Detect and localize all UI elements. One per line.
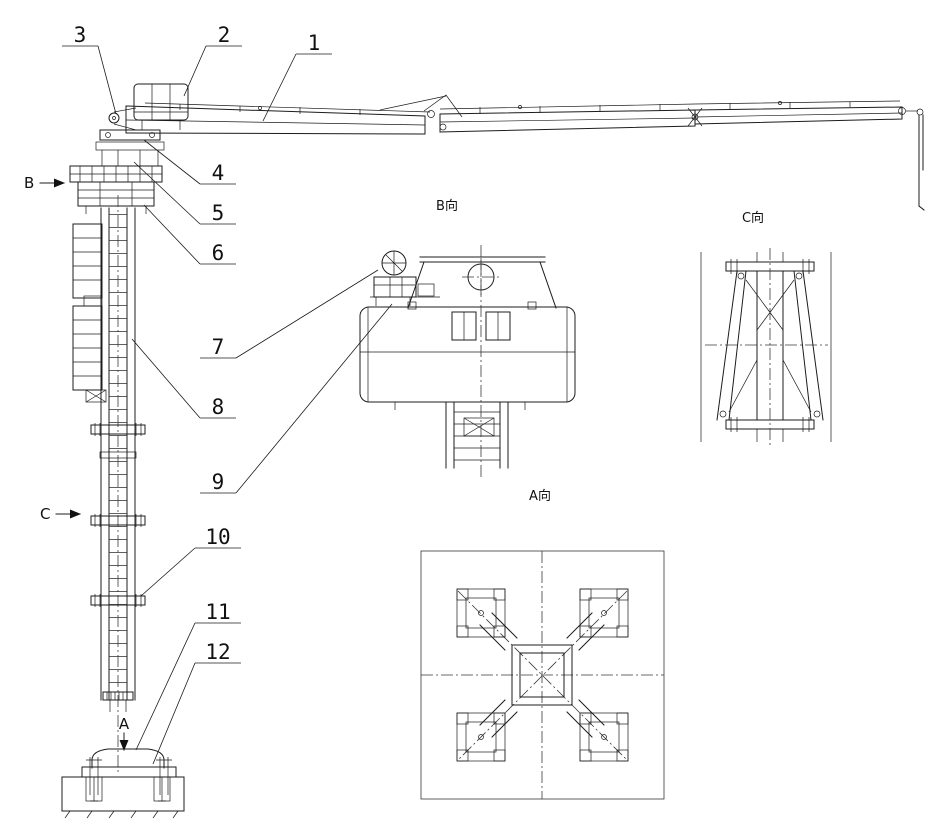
- section-arrow-c-label: C: [40, 505, 50, 523]
- callout-11: 11: [205, 600, 230, 624]
- section-arrows: B C A: [24, 174, 130, 751]
- foundation: [61, 748, 185, 819]
- view-c-detail: [700, 248, 832, 446]
- mast-column: [72, 195, 146, 772]
- view-a-detail: [420, 550, 665, 800]
- callout-1: 1: [308, 31, 321, 55]
- callout-2: 2: [218, 23, 231, 47]
- boom-assembly: [95, 83, 925, 211]
- view-b-detail: [359, 245, 576, 478]
- callout-12: 12: [205, 640, 230, 664]
- section-arrow-a-label: A: [119, 715, 130, 733]
- view-title-c: C向: [742, 210, 764, 226]
- callout-7: 7: [212, 335, 225, 359]
- callout-leaders: [62, 45, 393, 765]
- view-title-b: B向: [436, 198, 458, 214]
- section-arrow-b-label: B: [24, 174, 34, 192]
- slewing-platform: [69, 165, 163, 214]
- view-title-a: A向: [529, 488, 551, 504]
- callout-9: 9: [212, 470, 225, 494]
- callout-8: 8: [212, 395, 225, 419]
- callout-10: 10: [205, 525, 230, 549]
- callout-3: 3: [74, 23, 87, 47]
- callout-labels: 1 2 3 4 5 6 7 8 9 10 11 12: [74, 23, 321, 664]
- callout-6: 6: [212, 241, 225, 265]
- view-titles: B向 C向 A向: [436, 198, 764, 504]
- callout-5: 5: [212, 201, 225, 225]
- callout-4: 4: [212, 161, 225, 185]
